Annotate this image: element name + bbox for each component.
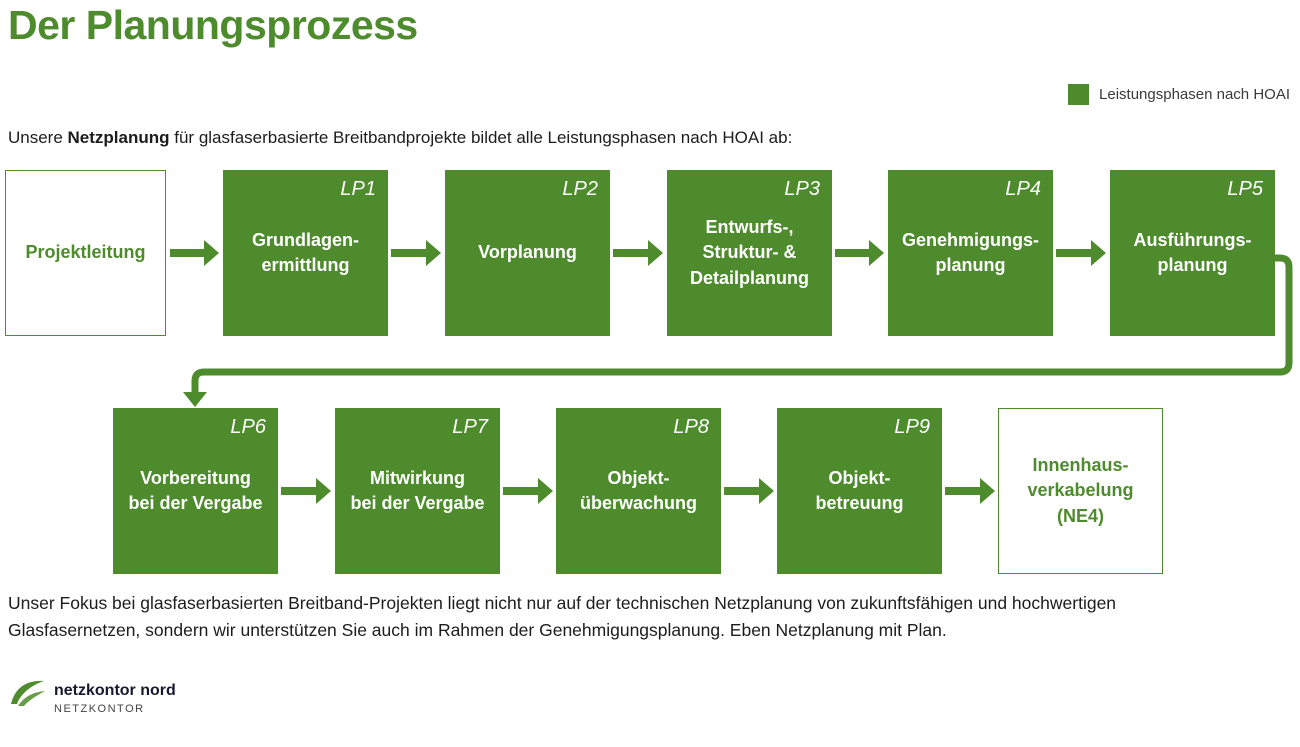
lp-tag: LP7 <box>452 416 488 438</box>
process-box-lp5: LP5 Ausführungs- planung <box>1110 170 1275 336</box>
lp-tag: LP6 <box>230 416 266 438</box>
lp-tag: LP5 <box>1227 178 1263 200</box>
process-box-lp2: LP2 Vorplanung <box>445 170 610 336</box>
intro-prefix: Unsere <box>8 128 68 147</box>
box-label: Innenhaus- verkabelung (NE4) <box>1027 455 1134 526</box>
process-box-lp4: LP4 Genehmigungs- planung <box>888 170 1053 336</box>
footer-text: Unser Fokus bei glasfaserbasierten Breit… <box>8 593 1117 640</box>
process-box-lp9: LP9 Objekt- betreuung <box>777 408 942 574</box>
process-box-projektleitung: Projektleitung <box>5 170 166 336</box>
process-box-innenhausverkabelung: Innenhaus- verkabelung (NE4) <box>998 408 1163 574</box>
arrow-right-icon <box>724 478 774 504</box>
logo-name: netzkontor nord <box>54 682 176 699</box>
page-title: Der Planungsprozess <box>8 2 418 48</box>
arrow-right-icon <box>281 478 331 504</box>
logo-text-block: netzkontor nord NETZKONTOR <box>54 676 176 715</box>
lp-tag: LP8 <box>673 416 709 438</box>
box-label: Mitwirkung bei der Vergabe <box>350 467 485 513</box>
lp-tag: LP3 <box>784 178 820 200</box>
arrow-right-icon <box>945 478 995 504</box>
box-label: Genehmigungs- planung <box>901 229 1039 275</box>
arrow-right-icon <box>170 240 219 266</box>
arrow-right-icon <box>1056 240 1106 266</box>
intro-bold: Netzplanung <box>67 128 170 147</box>
process-box-lp6: LP6 Vorbereitung bei der Vergabe <box>113 408 278 574</box>
lp-tag: LP4 <box>1005 178 1041 200</box>
netzkontor-logo-icon <box>11 680 45 706</box>
lp-tag: LP2 <box>562 178 598 200</box>
process-box-lp7: LP7 Mitwirkung bei der Vergabe <box>335 408 500 574</box>
arrow-right-icon <box>391 240 441 266</box>
lp-tag: LP9 <box>894 416 930 438</box>
box-label: Ausführungs- planung <box>1133 229 1252 275</box>
legend: Leistungsphasen nach HOAI <box>1068 84 1290 105</box>
arrow-right-icon <box>835 240 884 266</box>
arrow-right-icon <box>613 240 663 266</box>
lp-tag: LP1 <box>340 178 376 200</box>
netzkontor-logo: netzkontor nord NETZKONTOR <box>8 676 176 715</box>
logo-subtitle: NETZKONTOR <box>54 702 145 715</box>
process-box-lp8: LP8 Objekt- überwachung <box>556 408 721 574</box>
arrow-right-icon <box>503 478 553 504</box>
box-label: Entwurfs-, Struktur- & Detailplanung <box>689 217 809 288</box>
legend-color-swatch <box>1068 84 1090 105</box>
box-label: Objekt- überwachung <box>579 467 697 513</box>
box-label: Grundlagen- ermittlung <box>252 229 359 275</box>
intro-rest: für glasfaserbasierte Breitbandprojekte … <box>169 128 793 147</box>
box-label: Vorplanung <box>478 242 577 263</box>
process-box-lp1: LP1 Grundlagen- ermittlung <box>223 170 388 336</box>
process-box-lp3: LP3 Entwurfs-, Struktur- & Detailplanung <box>667 170 832 336</box>
box-label: Projektleitung <box>25 242 146 263</box>
box-label: Objekt- betreuung <box>815 467 904 513</box>
box-label: Vorbereitung bei der Vergabe <box>128 467 263 513</box>
legend-label: Leistungsphasen nach HOAI <box>1099 86 1290 103</box>
intro-text: Unsere Netzplanung für glasfaserbasierte… <box>8 128 792 148</box>
